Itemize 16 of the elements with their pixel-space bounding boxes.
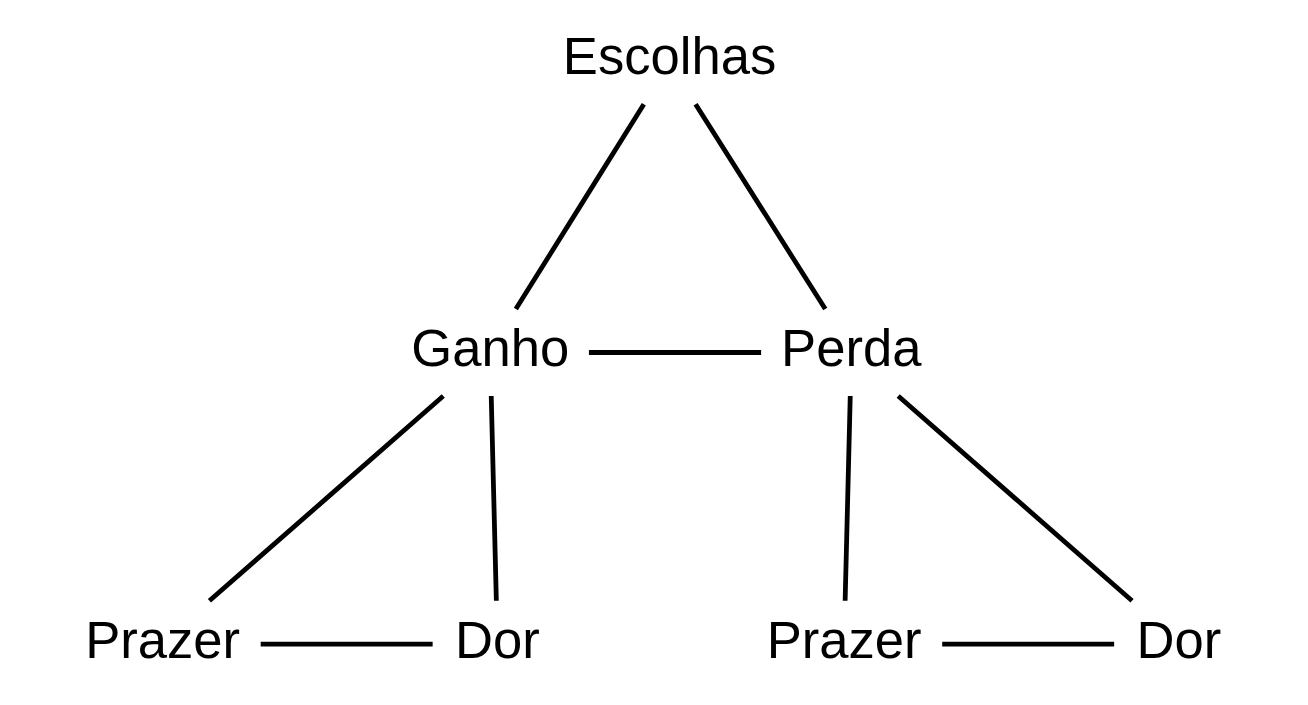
node-text: Prazer — [85, 609, 241, 669]
connector — [488, 395, 499, 601]
connector — [588, 350, 762, 355]
node-text: Ganho — [411, 317, 570, 377]
node-text: Escolhas — [562, 26, 777, 86]
connector — [513, 103, 646, 311]
node-text: Dor — [1136, 609, 1222, 669]
connector — [942, 641, 1115, 647]
connector — [207, 394, 445, 603]
connector — [260, 641, 433, 647]
connector — [693, 103, 828, 311]
node-text: Perda — [781, 317, 922, 377]
node-text: Dor — [455, 609, 540, 669]
connector — [896, 394, 1134, 603]
node-text: Prazer — [766, 609, 922, 669]
connector — [842, 395, 853, 601]
